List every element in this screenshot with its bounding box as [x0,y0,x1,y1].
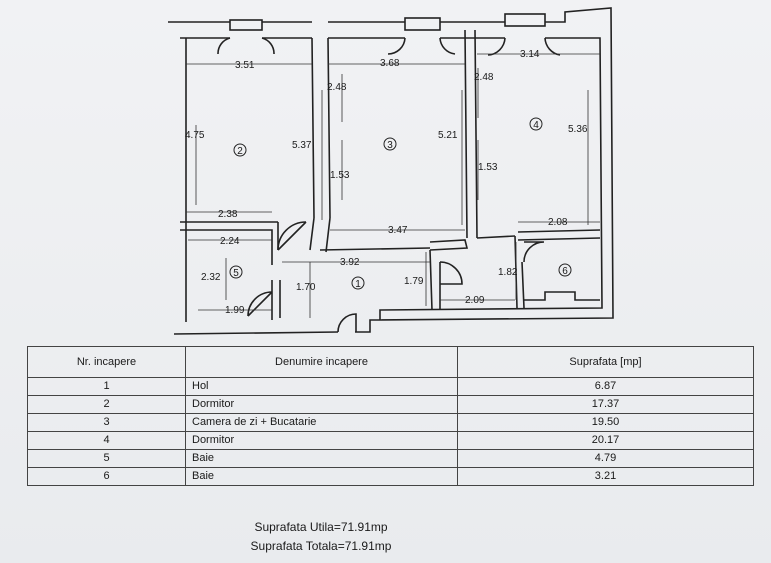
window-swing [217,37,561,56]
dim-label: 2.09 [465,295,485,306]
dim-label: 2.38 [218,209,238,220]
dim-label: 1.70 [296,282,316,293]
dim-label: 2.24 [220,236,240,247]
room-2-marker: 2 [233,143,247,157]
door-swing [439,261,463,285]
wall-1-3 [319,239,469,251]
svg-text:1: 1 [355,279,361,290]
header-name: Denumire incapere [185,346,458,378]
door-swing [277,221,307,251]
room-6-marker: 6 [558,263,572,277]
svg-text:3: 3 [387,140,393,151]
wall-3-4 [464,29,478,239]
outer-wall-inner [180,37,603,322]
floor-plan-labels: 2 3 4 5 1 6 3.51 3.68 3.14 2.48 2.48 4.7… [185,49,588,316]
room-3-marker: 3 [383,137,397,151]
door-swing [247,291,273,317]
outer-wall [168,7,614,335]
door-swing [337,313,357,333]
header-nr: Nr. incapere [27,346,186,378]
dim-label: 5.37 [292,140,312,151]
floor-plan [168,7,614,335]
room-area-table: Nr. incapere Denumire incapere Suprafata… [27,346,754,486]
dim-label: 2.48 [327,82,347,93]
svg-text:2: 2 [237,146,243,157]
dim-label: 3.47 [388,225,408,236]
room-4-marker: 4 [529,117,543,131]
dim-label: 3.14 [520,49,540,60]
room-5-marker: 5 [229,265,243,279]
table-header: Nr. incapere Denumire incapere Suprafata… [27,346,754,378]
wall-1-bath [429,249,441,311]
svg-text:5: 5 [233,268,239,279]
wall-5-1 [271,280,281,320]
dim-label: 2.08 [548,217,568,228]
svg-text:6: 6 [562,266,568,277]
wall-2-3 [309,37,331,253]
dim-label: 5.21 [438,130,458,141]
dim-label: 3.68 [380,58,400,69]
door-swing [523,241,545,263]
window [404,17,441,31]
total-area: Suprafata Totala=71.91mp [250,539,392,553]
window [504,13,546,27]
dim-label: 1.53 [330,170,350,181]
dim-label: 1.53 [478,162,498,173]
window [229,19,263,31]
svg-text:4: 4 [533,120,539,131]
dim-label: 5.36 [568,124,588,135]
dim-label: 3.51 [235,60,255,71]
dim-label: 1.79 [404,276,424,287]
dim-label: 1.99 [225,305,245,316]
header-area: Suprafata [mp] [457,346,754,378]
dim-label: 2.32 [201,272,221,283]
dim-label: 2.48 [474,72,494,83]
dim-label: 4.75 [185,130,205,141]
dim-label: 1.82 [498,267,518,278]
room-1-marker: 1 [351,276,365,290]
wall-4-6 [476,229,601,241]
useful-area-total: Suprafata Utila=71.91mp [254,520,388,534]
dim-label: 3.92 [340,257,360,268]
